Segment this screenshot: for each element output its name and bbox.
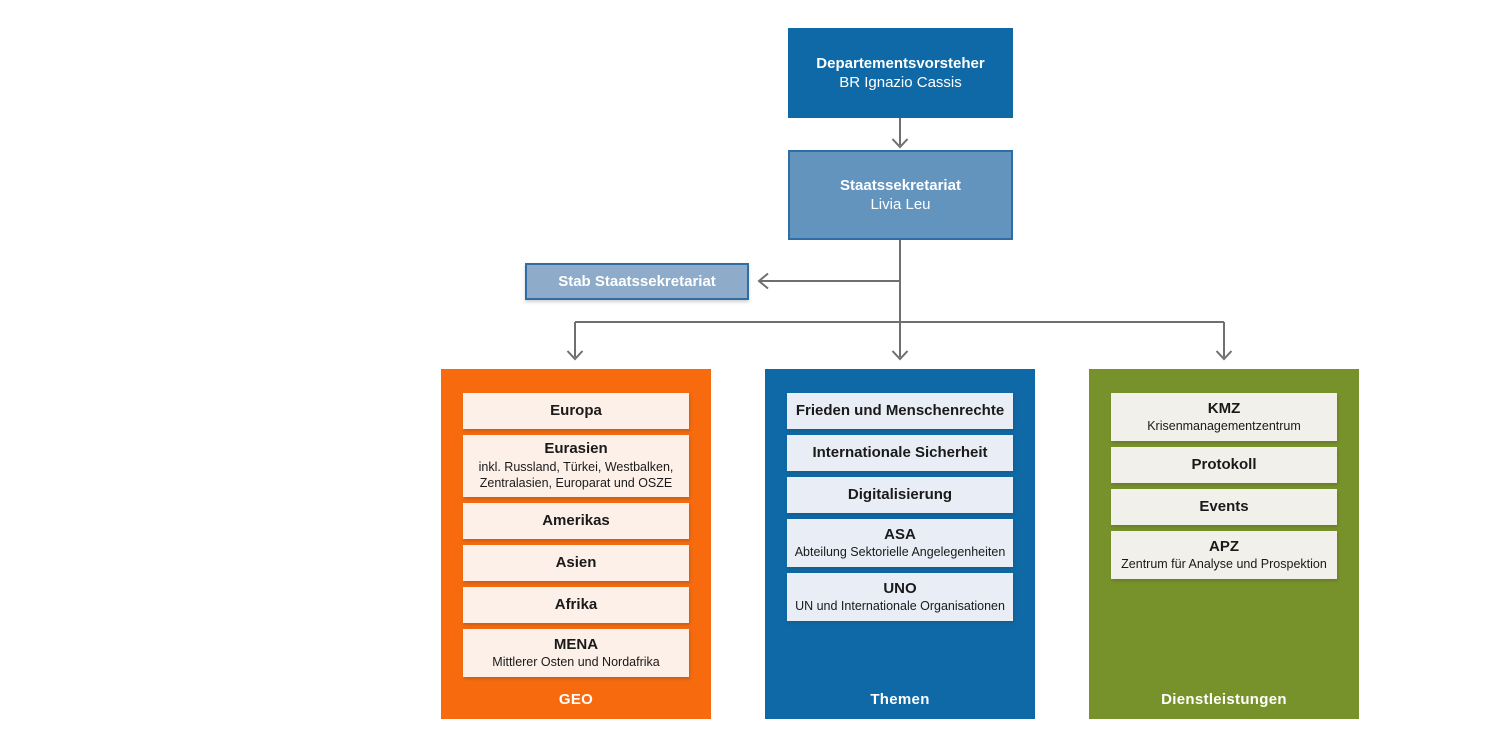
org-unit-title: MENA [553,635,599,653]
arrowhead-down-icon [566,350,584,361]
org-unit-subtitle: Mittlerer Osten und Nordafrika [492,655,660,670]
column-dienstleistungen: KMZ Krisenmanagementzentrum Protokoll Ev… [1089,369,1359,719]
org-unit-kmz: KMZ Krisenmanagementzentrum [1111,393,1337,441]
arrowhead-down-icon [891,138,909,149]
arrowhead-left-icon [757,272,769,290]
org-unit-title: Europa [550,401,602,419]
node-subtitle: Livia Leu [870,196,931,213]
org-unit-afrika: Afrika [463,587,689,623]
org-unit-title: Amerikas [542,511,610,529]
org-unit-digitalisierung: Digitalisierung [787,477,1013,513]
org-unit-amerikas: Amerikas [463,503,689,539]
org-unit-apz: APZ Zentrum für Analyse und Prospektion [1111,531,1337,579]
org-unit-title: Internationale Sicherheit [812,443,988,461]
org-unit-title: Protokoll [1191,455,1257,473]
org-unit-subtitle: Abteilung Sektorielle Angelegenheiten [794,545,1006,560]
node-departementsvorsteher: Departementsvorsteher BR Ignazio Cassis [788,28,1013,118]
org-unit-title: Digitalisierung [847,485,953,503]
org-unit-europa: Europa [463,393,689,429]
org-unit-title: Events [1199,497,1249,515]
arrowhead-down-icon [1215,350,1233,361]
org-unit-asa: ASA Abteilung Sektorielle Angelegenheite… [787,519,1013,567]
org-unit-subtitle: inkl. Russland, Türkei, Westbalken, Zent… [478,460,674,491]
org-unit-protokoll: Protokoll [1111,447,1337,483]
org-unit-asien: Asien [463,545,689,581]
arrowhead-down-icon [891,350,909,361]
org-unit-mena: MENA Mittlerer Osten und Nordafrika [463,629,689,677]
node-title: Departementsvorsteher [816,54,985,72]
org-unit-subtitle: Krisenmanagementzentrum [1147,419,1301,434]
org-unit-title: UNO [883,579,917,597]
org-unit-subtitle: UN und Internationale Organisationen [795,599,1005,614]
org-unit-subtitle: Zentrum für Analyse und Prospektion [1121,557,1327,572]
org-unit-eurasien: Eurasien inkl. Russland, Türkei, Westbal… [463,435,689,497]
column-geo: Europa Eurasien inkl. Russland, Türkei, … [441,369,711,719]
column-label-geo: GEO [558,691,594,708]
org-unit-title: ASA [884,525,916,543]
org-unit-events: Events [1111,489,1337,525]
org-unit-title: APZ [1209,537,1239,555]
column-themen: Frieden und Menschenrechte International… [765,369,1035,719]
node-stab-staatssekretariat: Stab Staatssekretariat [525,263,749,300]
org-unit-title: Afrika [554,595,598,613]
org-unit-frieden-und-menschenrechte: Frieden und Menschenrechte [787,393,1013,429]
node-staatssekretariat: Staatssekretariat Livia Leu [788,150,1013,240]
org-unit-title: Frieden und Menschenrechte [795,401,1005,419]
org-unit-title: Eurasien [544,440,608,458]
column-label-dienstleistungen: Dienstleistungen [1161,691,1287,708]
org-unit-title: Asien [555,553,597,571]
org-unit-title: KMZ [1207,399,1241,417]
node-title: Stab Staatssekretariat [558,272,716,290]
org-unit-internationale-sicherheit: Internationale Sicherheit [787,435,1013,471]
column-label-themen: Themen [870,691,930,708]
node-title: Staatssekretariat [840,176,961,194]
org-unit-uno: UNO UN und Internationale Organisationen [787,573,1013,621]
node-subtitle: BR Ignazio Cassis [839,74,962,91]
